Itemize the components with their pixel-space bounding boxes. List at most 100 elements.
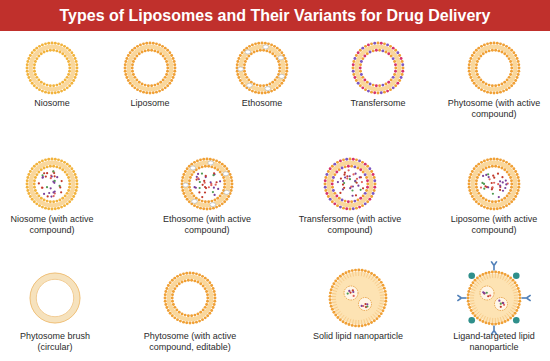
active-compound	[343, 174, 345, 176]
lipid-tail	[334, 287, 338, 289]
lipid-head	[502, 159, 505, 162]
lipid-head	[133, 47, 136, 50]
active-compound	[195, 187, 197, 189]
lipid-head	[169, 312, 172, 315]
lipid-head	[171, 279, 174, 282]
lipid-tails	[241, 47, 284, 90]
lipid-tail	[378, 286, 382, 288]
lipid-head	[75, 186, 78, 189]
antibody-stem	[522, 297, 527, 299]
lipid-head	[196, 159, 199, 162]
lipid-tail	[497, 274, 499, 278]
lipid-head	[274, 55, 277, 58]
lipid-head	[193, 314, 196, 317]
lipid-head	[46, 200, 49, 203]
active-compound	[352, 291, 354, 293]
lipid-tail	[335, 285, 339, 287]
lipid-head	[396, 51, 399, 54]
lipid-head	[494, 49, 497, 52]
vesicle-label: Phytosome (with active compound, editabl…	[135, 331, 245, 353]
lipid-head	[141, 82, 144, 85]
lipid-head	[49, 84, 52, 87]
lipid-head	[68, 200, 71, 203]
vesicle-label-box: Liposome (with active compound)	[444, 214, 544, 236]
lipid-head	[334, 280, 337, 283]
lipid-tail	[514, 298, 519, 299]
active-compound	[203, 180, 205, 182]
lipid-head	[332, 189, 335, 192]
lipid-head	[49, 200, 52, 203]
lipid-head	[469, 192, 472, 195]
lipid-tail	[379, 303, 383, 304]
lipid-head	[359, 168, 362, 171]
lipid-head	[156, 51, 159, 54]
lipid-head	[131, 49, 134, 52]
lipid-head	[469, 57, 472, 60]
lipid-head	[135, 55, 138, 58]
lipid-head	[141, 51, 144, 54]
lipid-head	[243, 63, 246, 66]
lipid-head	[26, 179, 29, 182]
lipid-head	[184, 170, 187, 173]
drug-vesicle	[480, 286, 494, 300]
vesicle-ethoA	[181, 158, 234, 211]
lipid-tail	[513, 292, 517, 293]
lipid-head	[332, 311, 335, 314]
lipid-head	[133, 86, 136, 89]
lipid-head	[182, 272, 185, 275]
lipid-head	[352, 63, 355, 66]
lipid-head	[72, 195, 75, 198]
lipid-head	[480, 88, 483, 91]
vesicle-transA	[324, 158, 377, 211]
lipid-head	[47, 158, 50, 161]
lipid-head	[223, 179, 226, 182]
active-compound	[212, 191, 214, 193]
lipid-head	[350, 165, 353, 168]
active-compound	[504, 187, 506, 189]
lipid-head	[482, 197, 485, 200]
lipid-head	[510, 67, 513, 70]
lipid-head	[468, 73, 471, 76]
lipid-head	[185, 321, 188, 324]
lipid-core	[470, 274, 519, 323]
lipid-head	[378, 278, 381, 281]
lipid-head	[491, 165, 494, 168]
lipid-head	[26, 67, 29, 70]
lipid-head	[494, 322, 497, 325]
lipid-tails	[186, 163, 229, 206]
ethanol-droplet	[208, 161, 214, 165]
lipid-head	[475, 63, 478, 66]
lipid-head	[243, 84, 246, 87]
lipid-tails	[129, 47, 172, 90]
lipid-head	[364, 324, 367, 327]
lipid-head	[485, 272, 488, 275]
lipid-head	[51, 92, 54, 95]
lipid-head	[166, 70, 169, 73]
lipid-tail	[375, 312, 378, 315]
lipid-head	[331, 308, 334, 311]
lipid-head	[139, 90, 142, 93]
lipid-head	[512, 82, 515, 85]
lipid-head	[171, 293, 174, 296]
lipid-head	[166, 63, 169, 66]
lipid-head	[124, 63, 127, 66]
lipid-head	[43, 167, 46, 170]
lipid-head	[202, 285, 205, 288]
lipid-head	[499, 42, 502, 45]
lipid-head	[477, 163, 480, 166]
vesicle-label-box: Liposome	[95, 98, 205, 109]
lipid-head	[505, 204, 508, 207]
lipid-head	[52, 84, 55, 87]
lipid-head	[516, 173, 519, 176]
lipid-head	[518, 67, 521, 70]
lipid-head	[368, 167, 371, 170]
lipid-head	[473, 82, 476, 85]
lipid-head	[468, 186, 471, 189]
lipid-head	[164, 290, 167, 293]
lipid-head	[372, 173, 375, 176]
active-compound	[59, 186, 61, 188]
lipid-head	[352, 67, 355, 70]
lipid-head	[182, 321, 185, 324]
lipid-head	[133, 76, 136, 79]
lipid-head	[506, 171, 509, 174]
